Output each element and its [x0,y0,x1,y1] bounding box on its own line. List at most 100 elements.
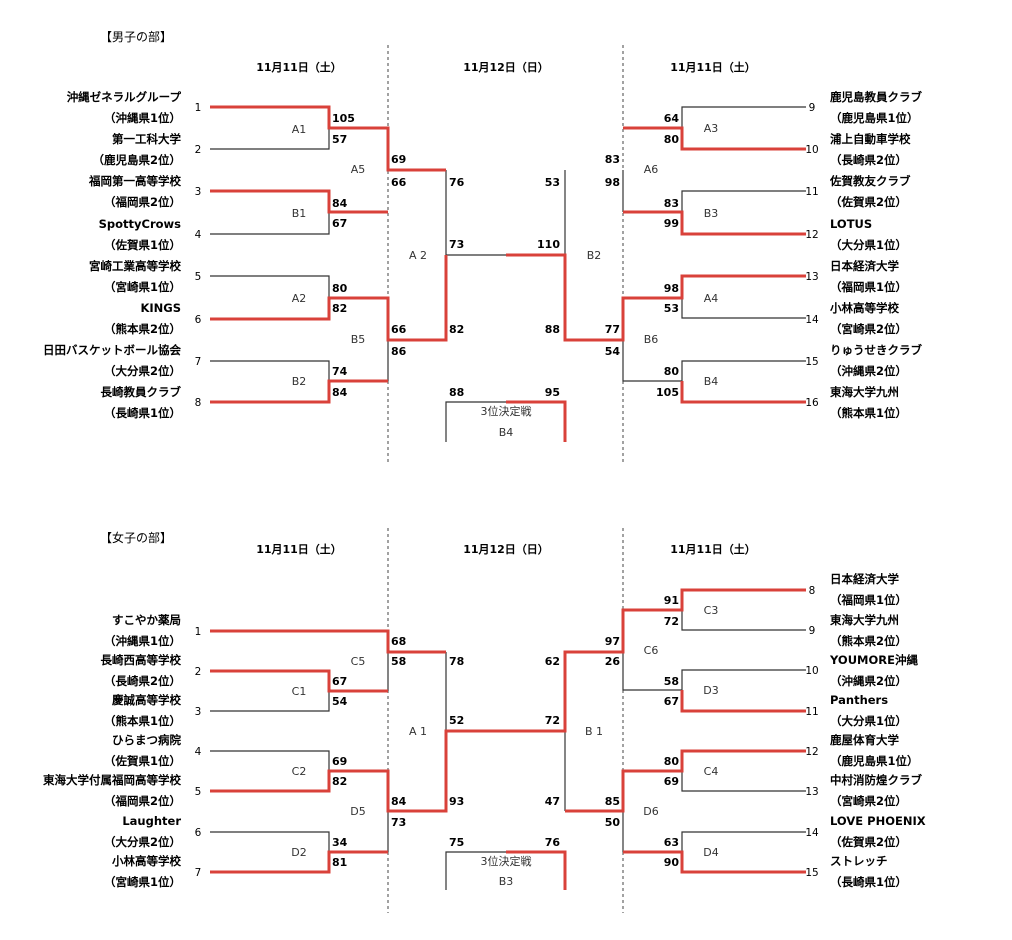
score: 84 [391,795,407,808]
seed-number: 13 [805,786,818,798]
game-label: C1 [292,685,307,698]
team-pref: （宮崎県2位） [830,794,907,808]
team-pref: （熊本県1位） [104,714,181,728]
score: 78 [449,655,464,668]
game-label: B4 [704,375,719,388]
game-label: A1 [292,123,307,136]
game-label: C5 [351,655,366,668]
score: 53 [545,176,560,189]
seed-number: 10 [805,144,818,156]
score: 73 [449,238,464,251]
seed-number: 12 [805,746,818,758]
women-left-teams: すこやか薬局 （沖縄県1位） 長崎西高等学校 （長崎県2位） 慶誠高等学校 （熊… [43,613,181,889]
score: 110 [537,238,560,251]
women-date-right: 11月11日（土） [670,542,756,556]
team-pref: （熊本県1位） [830,406,907,420]
team-pref: （長崎県2位） [830,153,907,167]
team-name: YOUMORE沖縄 [829,653,918,667]
team-pref: （佐賀県1位） [104,754,181,768]
game-label: A2 [292,292,307,305]
score: 85 [605,795,620,808]
score: 26 [605,655,621,668]
seed-number: 3 [195,186,202,198]
team-pref: （長崎県2位） [104,674,181,688]
game-label: C3 [704,604,719,617]
seed-number: 6 [195,827,202,839]
score: 50 [605,816,621,829]
team-name: 小林高等学校 [829,301,899,315]
women-game-labels: C1 C2 D2 C5 D5 A 1 C3 D3 C4 D4 C6 D6 B 1… [291,604,718,888]
score: 90 [664,856,680,869]
score: 66 [391,323,407,336]
men-left-teams: 沖縄ゼネラルグループ （沖縄県1位） 第一工科大学 （鹿児島県2位） 福岡第一高… [43,90,181,420]
game-label: A4 [704,292,719,305]
score: 74 [332,365,348,378]
team-pref: （大分県1位） [830,714,907,728]
seed-number: 7 [195,356,202,368]
team-pref: （佐賀県2位） [830,195,907,209]
seed-number: 1 [195,626,202,638]
women-date-center: 11月12日（日） [463,543,549,556]
seed-number: 9 [809,625,816,637]
team-name: LOTUS [830,217,872,231]
game-label: B3 [704,207,719,220]
team-name: KINGS [140,301,181,315]
women-right-seeds: 8 9 10 11 12 13 14 15 [805,585,819,879]
seed-number: 14 [805,827,819,839]
women-winner-lines [210,588,806,890]
seed-number: 16 [805,397,819,409]
seed-number: 5 [195,271,202,283]
score: 88 [449,386,464,399]
game-label: D3 [703,684,718,697]
score: 72 [545,714,560,727]
team-pref: （大分県2位） [104,835,181,849]
game-label: C6 [644,644,659,657]
score: 105 [332,112,355,125]
team-name: SpottyCrows [99,217,182,231]
score: 98 [605,176,620,189]
team-name: 慶誠高等学校 [112,693,181,707]
seed-number: 1 [195,102,202,114]
seed-number: 10 [805,665,818,677]
team-name: 小林高等学校 [111,854,181,868]
game-label: B6 [644,333,659,346]
team-pref: （鹿児島県2位） [92,153,181,167]
score: 67 [332,675,347,688]
team-pref: （沖縄県2位） [830,674,907,688]
game-label: B4 [499,426,514,439]
game-label: A 2 [409,249,427,262]
team-pref: （沖縄県1位） [104,634,181,648]
men-right-teams: 鹿児島教員クラブ （鹿児島県1位） 浦上自動車学校 （長崎県2位） 佐賀教友クラ… [829,90,922,420]
score: 67 [664,695,679,708]
game-label: A 1 [409,725,427,738]
men-game-labels: A1 B1 A2 B2 A5 B5 A3 B3 A4 B4 A6 B6 A 2 … [292,122,719,439]
team-pref: （長崎県1位） [104,406,181,420]
score: 80 [664,755,680,768]
men-right-seeds: 9 10 11 12 13 14 15 16 [805,102,819,409]
team-name: 沖縄ゼネラルグループ [67,90,182,104]
game-label: B2 [587,249,602,262]
women-right-teams: 日本経済大学 （福岡県1位） 東海大学九州 （熊本県2位） YOUMORE沖縄 … [829,572,926,889]
team-pref: （熊本県2位） [830,634,907,648]
score: 54 [332,695,348,708]
score: 82 [449,323,464,336]
team-pref: （大分県1位） [830,238,907,252]
score: 63 [664,836,679,849]
team-name: 福岡第一高等学校 [88,174,181,188]
score: 82 [332,302,347,315]
team-pref: （沖縄県2位） [830,364,907,378]
score: 95 [545,386,560,399]
game-label: A6 [644,163,659,176]
women-section-title: 【女子の部】 [100,530,172,545]
seed-number: 8 [809,585,816,597]
men-section: 【男子の部】 11月11日（土） 11月12日（日） 11月11日（土） 沖縄ゼ… [43,29,922,439]
score: 105 [656,386,679,399]
seed-number: 7 [195,867,202,879]
seed-number: 4 [195,229,202,241]
score: 52 [449,714,464,727]
score: 93 [449,795,464,808]
team-name: すこやか薬局 [112,613,181,627]
score: 47 [545,795,560,808]
